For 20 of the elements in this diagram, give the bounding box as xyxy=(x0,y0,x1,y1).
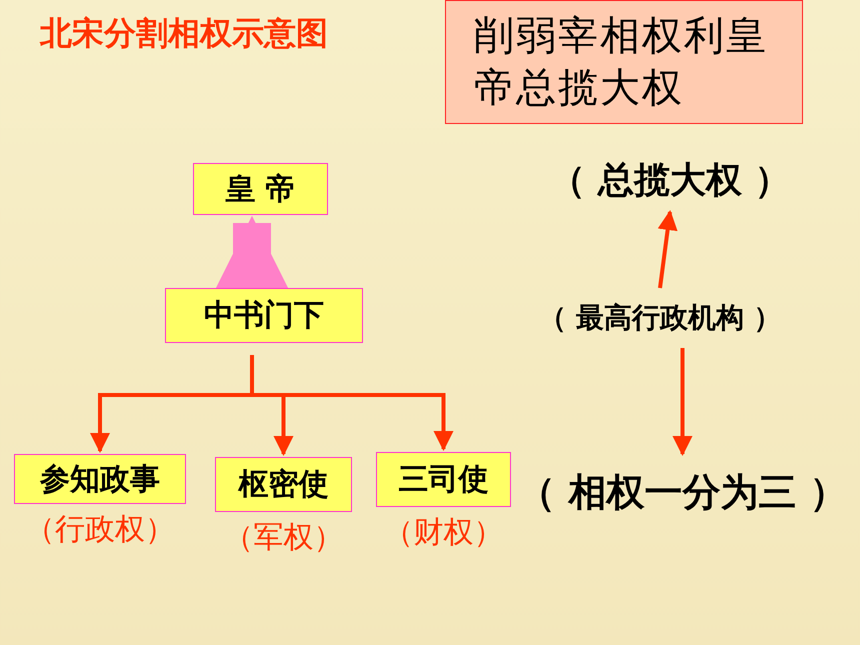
annotation-text: （ 相权一分为三 ） xyxy=(505,458,860,528)
office-box xyxy=(193,163,328,215)
power-label: （财权） xyxy=(384,514,504,552)
node-label: 枢密使 xyxy=(238,466,328,504)
annotation-text: （ 总揽大权 ） xyxy=(520,150,820,212)
node-label: 参知政事 xyxy=(40,460,160,498)
annotation-text: （ 最高行政机构 ） xyxy=(500,288,820,348)
power-label: （军权） xyxy=(224,519,344,557)
diagram-title: 北宋分割相权示意图 xyxy=(40,13,328,54)
node-label: 中书门下 xyxy=(204,297,324,335)
node-label: 削弱宰相权利皇帝总揽大权 xyxy=(474,12,769,113)
power-label: （行政权） xyxy=(25,511,175,549)
arrow xyxy=(216,216,288,288)
arrow xyxy=(658,210,678,288)
arrow xyxy=(672,348,692,456)
summary-box xyxy=(445,0,803,124)
arrow xyxy=(250,355,454,451)
node-label: 三司使 xyxy=(398,461,488,499)
node-label: 皇 帝 xyxy=(225,170,296,208)
office-box xyxy=(165,288,363,343)
